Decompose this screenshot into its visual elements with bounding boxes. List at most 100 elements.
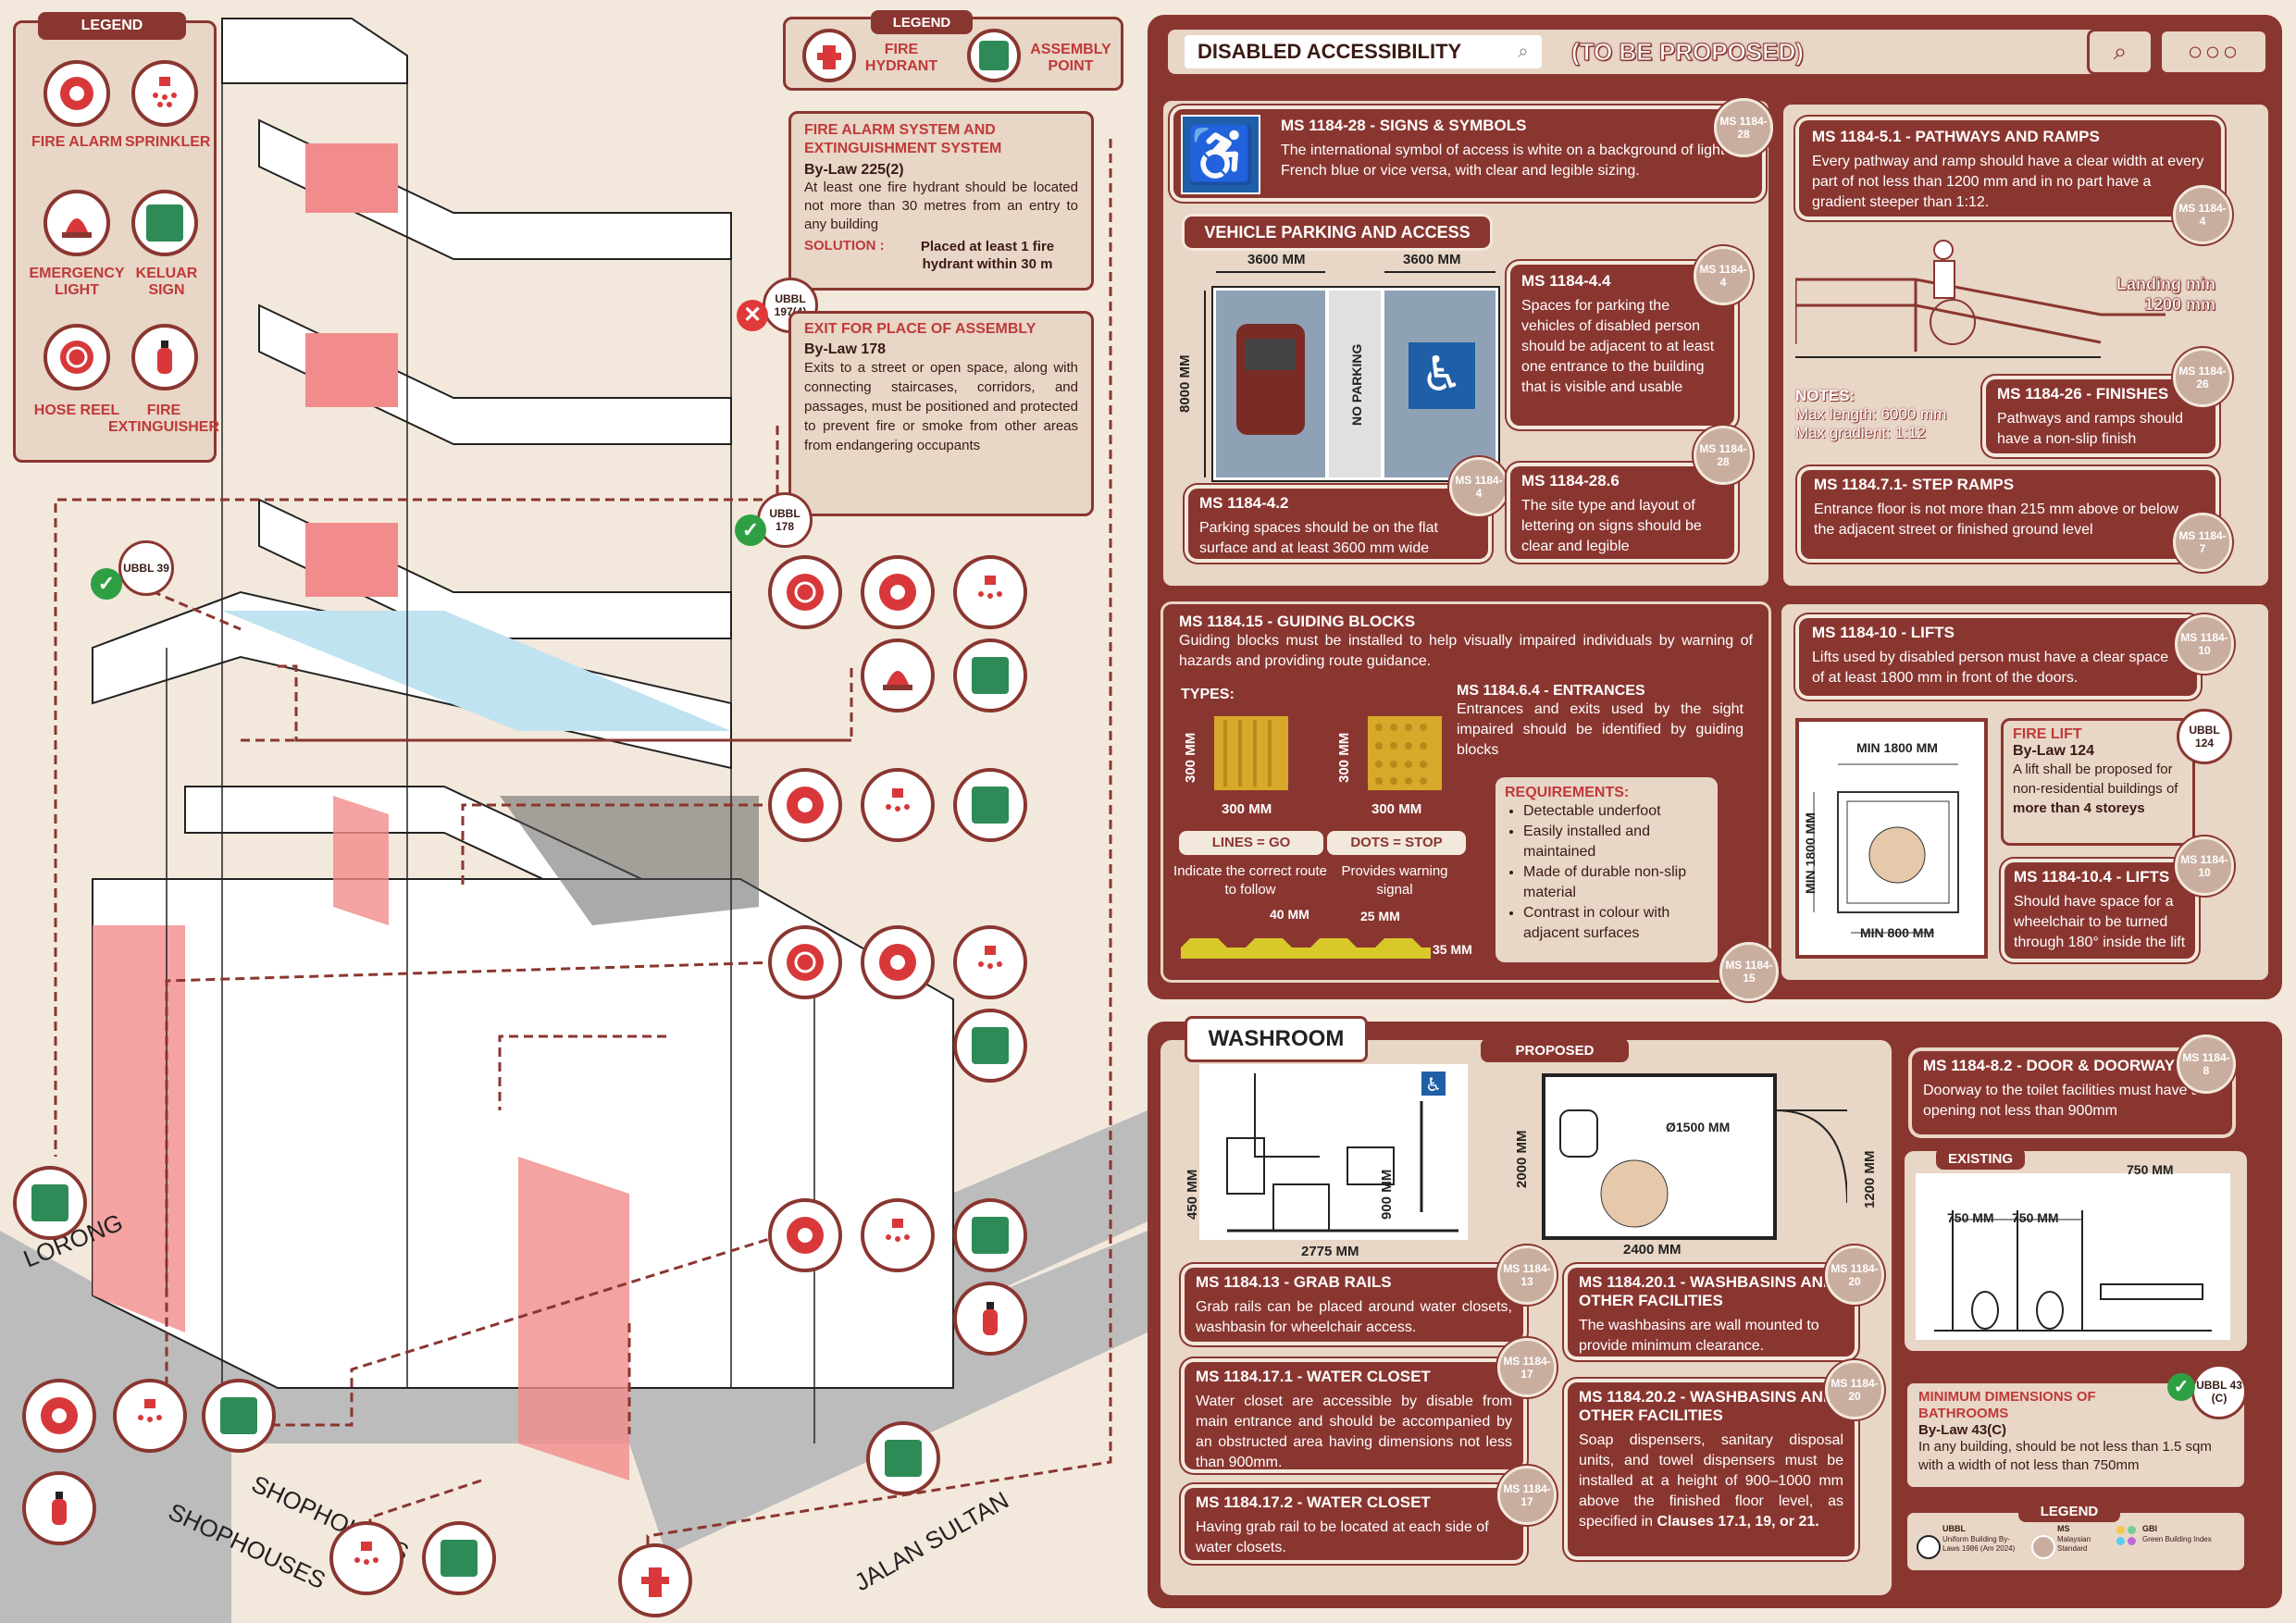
signs-card-title: MS 1184-28 - SIGNS & SYMBOLS [1281, 117, 1527, 134]
washroom-dim-2775: 2775 MM [1301, 1244, 1359, 1259]
top-legend-title: LEGEND [871, 10, 973, 34]
guiding-title: MS 1184.15 - GUIDING BLOCKS [1179, 613, 1416, 630]
sprinkler-icon [113, 1379, 187, 1453]
search-icon[interactable]: ⌕ [1518, 41, 1529, 62]
legend-label-hose-reel: HOSE REEL [33, 403, 120, 418]
signs-card: ♿ MS 1184-28 - SIGNS & SYMBOLS The inter… [1173, 109, 1762, 198]
water-closet-card-2: MS 1184.17.2 - WATER CLOSET Having grab … [1185, 1488, 1523, 1560]
legend-gbi-label: GBI [2142, 1524, 2158, 1533]
ms-badge-ramps-2: MS 1184-26 [2173, 348, 2232, 407]
fire-alarm-card-solution-label: SOLUTION : [804, 238, 885, 254]
legend-ms-desc: Malaysian Standard [2057, 1535, 2091, 1553]
fire-extinguisher-icon [131, 324, 198, 390]
more-icon: ○○○ [2187, 37, 2240, 66]
ramps-notes-length: Max length: 6000 mm [1795, 405, 1947, 423]
fire-hydrant-icon [618, 1543, 692, 1617]
requirement-item: Made of durable non-slip material [1523, 862, 1708, 903]
ramps-card-2-title: MS 1184-26 - FINISHES [1997, 385, 2169, 403]
fire-alarm-card-solution: Placed at least 1 fire hydrant within 30… [920, 239, 1055, 272]
requirements-box: REQUIREMENTS: Detectable underfoot Easil… [1496, 777, 1718, 962]
check-icon: ✓ [91, 568, 122, 600]
left-legend-title: LEGEND [38, 12, 186, 40]
no-parking-label: NO PARKING [1349, 343, 1364, 426]
ms-badge-water-closet-1: MS 1184-17 [1497, 1338, 1557, 1397]
washroom-dim-900: 900 MM [1379, 1169, 1395, 1220]
sprinkler-icon [131, 60, 198, 127]
washroom-dim-1200: 1200 MM [1862, 1150, 1878, 1208]
vehicle-card-2-body: Parking spaces should be on the flat sur… [1199, 520, 1438, 556]
keluar-sign-icon [953, 1009, 1027, 1083]
exit-card-title: EXIT FOR PLACE OF ASSEMBLY [804, 321, 1036, 337]
menu-button[interactable]: ○○○ [2162, 31, 2265, 72]
existing-washroom-drawing [1916, 1173, 2230, 1340]
guiding-profile-drawing [1181, 938, 1431, 959]
legend-label-keluar-sign: KELUAR SIGN [135, 266, 198, 298]
ms-badge-door: MS 1184-8 [2177, 1035, 2236, 1094]
grab-rails-body: Grab rails can be placed around water cl… [1196, 1299, 1512, 1335]
vehicle-card-3: MS 1184-28.6 The site type and layout of… [1510, 466, 1734, 559]
washbasin-card-2-body: Soap dispensers, sanitary disposal units… [1579, 1432, 1843, 1530]
door-card-title: MS 1184-8.2 - DOOR & DOORWAY [1923, 1057, 2176, 1074]
fire-alarm-icon [861, 555, 935, 629]
water-closet-card-1-title: MS 1184.17.1 - WATER CLOSET [1196, 1368, 1431, 1385]
fire-alarm-icon [768, 768, 842, 842]
legend-ms-dot [2031, 1535, 2055, 1559]
keluar-sign-icon [953, 1198, 1027, 1272]
fire-lift-bold: more than 4 storeys [2013, 800, 2145, 816]
legend-label-fire-alarm: FIRE ALARM [31, 134, 123, 150]
requirement-item: Contrast in colour with adjacent surface… [1523, 903, 1708, 944]
ramps-notes: NOTES: Max length: 6000 mm Max gradient:… [1795, 387, 1971, 442]
legend-ubbl-desc: Uniform Building By-Laws 1986 (Am 2024) [1942, 1535, 2016, 1553]
guiding-dim-4: 300 MM [1371, 801, 1422, 817]
door-card-body: Doorway to the toilet facilities must ha… [1923, 1083, 2208, 1119]
existing-dim-750-1: 750 MM [2127, 1162, 2174, 1177]
dots-stop-pill: DOTS = STOP [1327, 831, 1466, 855]
fire-hydrant-icon [802, 29, 856, 82]
bottom-legend: LEGEND UBBL Uniform Building By-Laws 198… [1905, 1500, 2247, 1573]
washbasin-card-1: MS 1184.20.1 - WASHBASINS AND OTHER FACI… [1568, 1268, 1855, 1357]
legend-label-fire-hydrant: FIRE HYDRANT [864, 42, 938, 74]
washroom-elevation-drawing: ♿ [1199, 1064, 1468, 1240]
lift-dim-1800: MIN 1800 MM [1856, 740, 1938, 755]
washbasin-card-2: MS 1184.20.2 - WASHBASINS AND OTHER FACI… [1568, 1382, 1855, 1556]
signs-card-body: The international symbol of access is wh… [1281, 142, 1725, 179]
washroom-dim-450: 450 MM [1185, 1169, 1200, 1220]
washbasin-card-2-title: MS 1184.20.2 - WASHBASINS AND OTHER FACI… [1579, 1388, 1835, 1424]
vehicle-card-3-body: The site type and layout of lettering on… [1521, 498, 1702, 554]
search-input[interactable]: DISABLED ACCESSIBILITY ⌕ [1185, 35, 1542, 68]
ms-badge-vehicle-1: MS 1184-4 [1694, 246, 1753, 305]
lines-go-pill: LINES = GO [1179, 831, 1323, 855]
ubbl-badge-39: UBBL 39 [118, 540, 174, 596]
parking-dim-height: 8000 MM [1177, 354, 1193, 413]
search-input-value: DISABLED ACCESSIBILITY [1198, 40, 1462, 63]
requirement-item: Easily installed and maintained [1523, 822, 1708, 862]
ubbl-badge-178: UBBL 178 [757, 492, 813, 548]
ramps-card-1-body: Every pathway and ramp should have a cle… [1812, 154, 2204, 210]
hose-reel-icon [768, 925, 842, 999]
legend-gbi-desc: Green Building Index [2142, 1535, 2212, 1543]
svg-text:♿: ♿ [1421, 347, 1464, 403]
proposed-label: PROPOSED [1481, 1038, 1629, 1062]
top-legend-panel: LEGEND FIRE HYDRANT ASSEMBLY POINT [783, 10, 1123, 91]
keluar-sign-icon [953, 638, 1027, 712]
vehicle-card-2: MS 1184-4.2 Parking spaces should be on … [1188, 489, 1488, 559]
ms-badge-water-closet-2: MS 1184-17 [1497, 1466, 1557, 1525]
washroom-dim-1500: Ø1500 MM [1666, 1120, 1731, 1134]
svg-text:♿: ♿ [1425, 1073, 1442, 1096]
search-button[interactable]: ⌕ [2090, 31, 2151, 72]
requirements-title: REQUIREMENTS: [1505, 785, 1630, 800]
legend-ms-label: MS [2057, 1524, 2070, 1533]
accessibility-icon: ♿ [1181, 115, 1260, 194]
grab-rails-title: MS 1184.13 - GRAB RAILS [1196, 1273, 1392, 1291]
search-icon: ⌕ [2113, 37, 2128, 65]
fire-lift-card: FIRE LIFT By-Law 124 A lift shall be pro… [2001, 718, 2195, 846]
lift-dim-800: MIN 800 MM [1860, 925, 1935, 940]
ramps-notes-title: NOTES: [1795, 387, 1855, 404]
existing-dim-750-3: 750 MM [2012, 1210, 2059, 1225]
washbasin-card-1-title: MS 1184.20.1 - WASHBASINS AND OTHER FACI… [1579, 1273, 1835, 1309]
ms-badge-signs: MS 1184-28 [1714, 98, 1773, 157]
ms-badge-washbasin-1: MS 1184-20 [1825, 1245, 1884, 1305]
cross-icon: ✕ [737, 300, 768, 331]
keluar-sign-icon [422, 1521, 496, 1595]
legend-label-assembly-point: ASSEMBLY POINT [1030, 42, 1111, 74]
